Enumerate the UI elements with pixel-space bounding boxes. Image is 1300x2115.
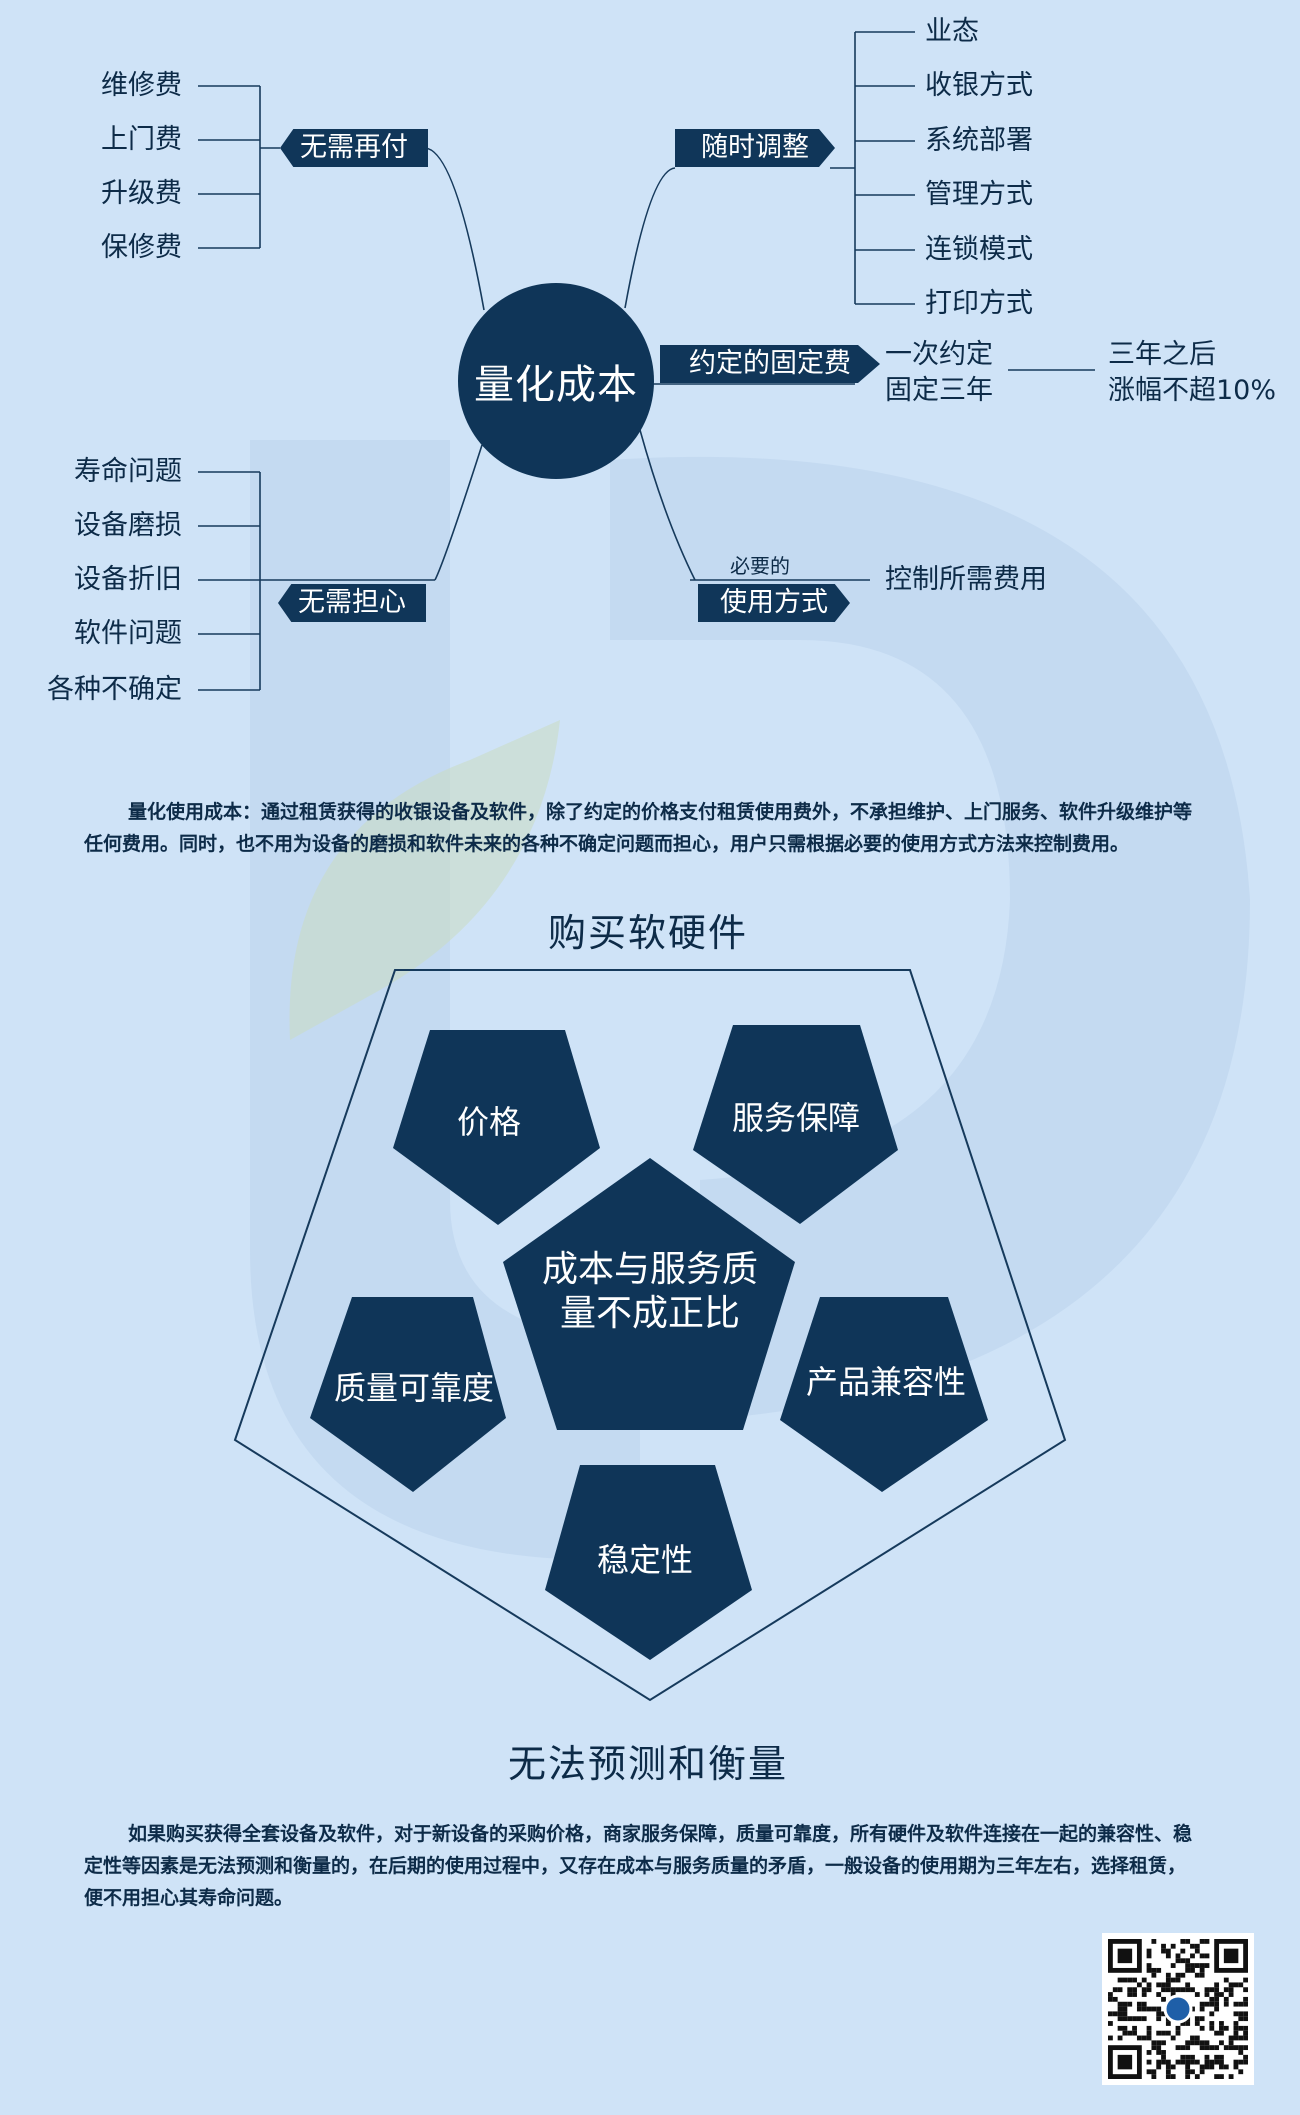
no-worry-item: 寿命问题 <box>74 456 182 487</box>
qr-code-icon <box>1102 1933 1254 2085</box>
pentagon-cell-price: 价格 <box>456 1103 522 1141</box>
fixed-fee-left-line: 固定三年 <box>885 375 993 406</box>
tag-no-repay: 无需再付 <box>280 129 428 167</box>
fixed-fee-right-line: 三年之后 <box>1108 339 1216 370</box>
hub-node: 量化成本 <box>458 283 654 479</box>
tag-usage: 使用方式 <box>698 584 850 622</box>
no-repay-item: 保修费 <box>101 232 182 263</box>
paragraph-purchase: 如果购买获得全套设备及软件，对于新设备的采购价格，商家服务保障，质量可靠度，所有… <box>84 1823 1193 1909</box>
usage-top-label: 必要的 <box>730 554 790 578</box>
qr-code-pattern <box>1108 1939 1248 2079</box>
pentagon-center-line: 成本与服务质 <box>541 1249 759 1290</box>
fixed-fee-left-line: 一次约定 <box>885 339 993 370</box>
adjust-item: 收银方式 <box>925 70 1033 101</box>
adjust-item: 业态 <box>925 16 979 47</box>
fixed-fee-right-line: 涨幅不超10% <box>1108 375 1277 406</box>
no-worry-item: 软件问题 <box>74 618 182 649</box>
tag-adjust: 随时调整 <box>675 129 835 167</box>
tag-fixed-fee: 约定的固定费 <box>660 345 880 383</box>
no-repay-item: 维修费 <box>101 70 182 101</box>
pentagon-cell-quality: 质量可靠度 <box>333 1369 495 1407</box>
usage-result: 控制所需费用 <box>885 564 1047 595</box>
pentagon-cell-service: 服务保障 <box>731 1099 861 1137</box>
no-worry-item: 设备磨损 <box>74 510 182 541</box>
no-worry-item: 各种不确定 <box>47 674 182 705</box>
no-worry-item: 设备折旧 <box>74 564 182 595</box>
no-repay-item: 上门费 <box>101 124 182 155</box>
pentagon-diagram <box>233 969 1067 1702</box>
paragraph-quantified-cost: 量化使用成本：通过租赁获得的收银设备及软件，除了约定的价格支付租赁使用费外，不承… <box>84 801 1193 855</box>
pentagon-top-title: 购买软硬件 <box>547 911 748 955</box>
pentagon-cell-stability: 稳定性 <box>596 1541 694 1579</box>
no-repay-item: 升级费 <box>101 178 182 209</box>
pentagon-cell-compat: 产品兼容性 <box>805 1363 967 1401</box>
mindmap-connectors <box>198 31 1095 691</box>
pentagon-center: 成本与服务质 量不成正比 <box>542 1248 758 1336</box>
pentagon-bottom-title: 无法预测和衡量 <box>507 1742 788 1786</box>
adjust-item: 打印方式 <box>925 288 1033 319</box>
adjust-item: 连锁模式 <box>925 234 1033 265</box>
adjust-item: 系统部署 <box>925 125 1033 156</box>
tag-no-worry: 无需担心 <box>278 584 426 622</box>
adjust-item: 管理方式 <box>925 179 1033 210</box>
pentagon-center-line: 量不成正比 <box>559 1293 741 1334</box>
